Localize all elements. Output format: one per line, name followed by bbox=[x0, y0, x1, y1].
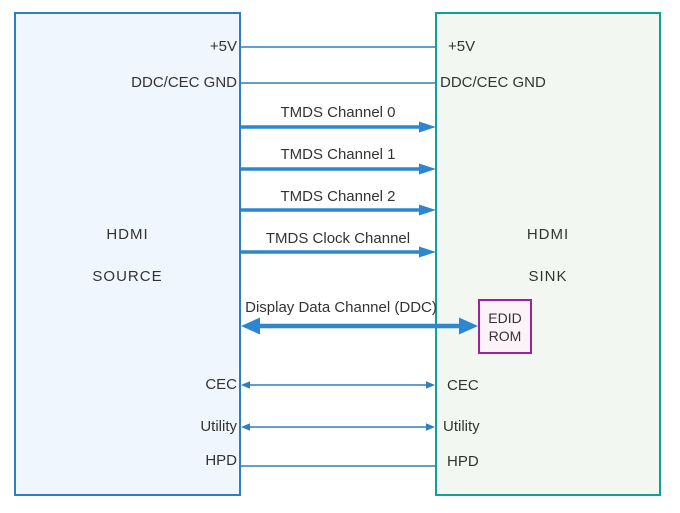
sink-port-utility: Utility bbox=[443, 418, 480, 435]
edid-rom-label-line2: ROM bbox=[488, 327, 522, 344]
tmds1-arrowhead bbox=[419, 163, 436, 175]
ddc-arrowhead-left bbox=[241, 317, 260, 335]
source-port-cec: CEC bbox=[205, 376, 237, 393]
connector-tmds-channel-2 bbox=[241, 204, 436, 216]
source-port-plus5v: +5V bbox=[209, 38, 237, 55]
sink-subtitle: SINK bbox=[528, 268, 568, 285]
tmds2-arrowhead bbox=[419, 204, 436, 216]
label-display-data-channel: Display Data Channel (DDC) bbox=[245, 299, 437, 316]
label-tmds-channel-2: TMDS Channel 2 bbox=[280, 188, 396, 205]
label-tmds-channel-1: TMDS Channel 1 bbox=[280, 146, 396, 163]
utility-arrowhead-left bbox=[241, 423, 250, 431]
sink-title: HDMI bbox=[526, 226, 570, 243]
label-tmds-clock-channel: TMDS Clock Channel bbox=[265, 230, 411, 247]
connector-tmds-channel-1 bbox=[241, 163, 436, 175]
source-port-hpd: HPD bbox=[205, 452, 237, 469]
sink-port-hpd: HPD bbox=[447, 453, 479, 470]
cec-arrowhead-right bbox=[426, 381, 435, 389]
source-port-ddc-cec-gnd: DDC/CEC GND bbox=[131, 74, 237, 91]
cec-arrowhead-left bbox=[241, 381, 250, 389]
source-title: HDMI bbox=[106, 226, 149, 243]
source-port-utility: Utility bbox=[200, 418, 237, 435]
connector-tmds-clock-channel bbox=[241, 246, 436, 258]
label-tmds-channel-0: TMDS Channel 0 bbox=[280, 104, 396, 121]
edid-rom-label-line1: EDID bbox=[488, 309, 522, 326]
tmds-clock-arrowhead bbox=[419, 246, 436, 258]
connector-utility bbox=[241, 423, 435, 431]
utility-arrowhead-right bbox=[426, 423, 435, 431]
connector-cec bbox=[241, 381, 435, 389]
source-subtitle: SOURCE bbox=[92, 268, 163, 285]
edid-rom-box: EDID ROM bbox=[478, 299, 532, 354]
hdmi-source-box bbox=[14, 12, 241, 496]
sink-port-ddc-cec-gnd: DDC/CEC GND bbox=[440, 74, 546, 91]
hdmi-sink-box bbox=[435, 12, 661, 496]
sink-port-cec: CEC bbox=[447, 377, 479, 394]
tmds0-arrowhead bbox=[419, 121, 436, 133]
connector-tmds-channel-0 bbox=[241, 121, 436, 133]
sink-port-plus5v: +5V bbox=[448, 38, 476, 55]
